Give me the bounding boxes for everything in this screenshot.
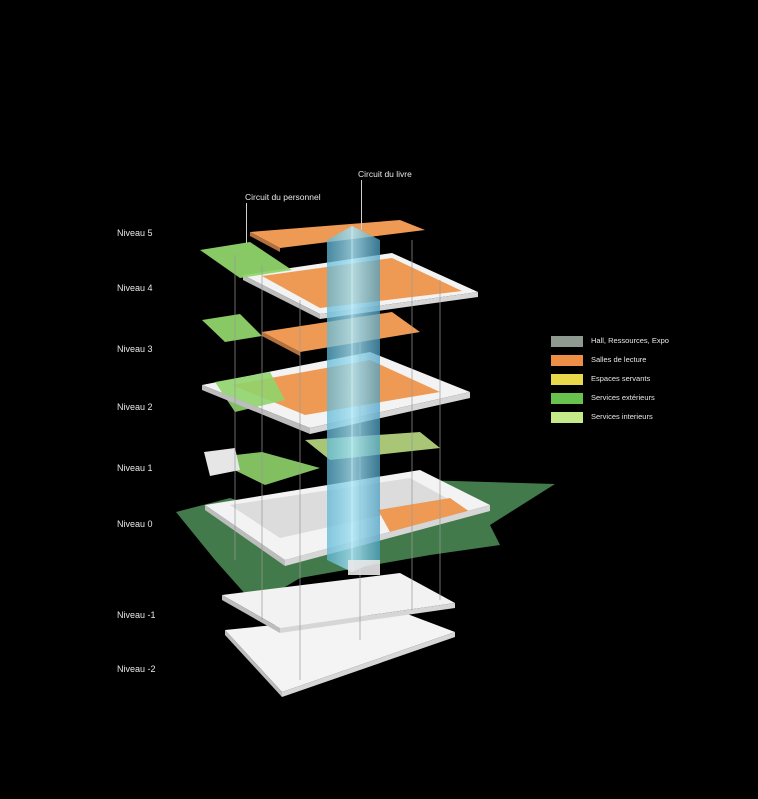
level-label-minus-2: Niveau -2 [117, 664, 156, 674]
legend-swatch [551, 412, 583, 423]
level-label-4: Niveau 4 [117, 283, 153, 293]
legend-label: Salles de lecture [591, 355, 647, 364]
slab-level-5 [200, 220, 425, 278]
circuit-personnel-leader [246, 203, 247, 243]
slab-level-minus-1 [222, 573, 455, 633]
legend-label: Hall, Ressources, Expo [591, 336, 669, 345]
level-label-5: Niveau 5 [117, 228, 153, 238]
legend-item: Services interieurs [551, 412, 751, 424]
book-circuit-core [327, 226, 380, 575]
level-label-0: Niveau 0 [117, 519, 153, 529]
legend-label: Espaces servants [591, 374, 651, 383]
legend-swatch [551, 374, 583, 385]
level-label-3: Niveau 3 [117, 344, 153, 354]
level-label-1: Niveau 1 [117, 463, 153, 473]
legend-label: Services extérieurs [591, 393, 655, 402]
legend-swatch [551, 355, 583, 366]
legend-label: Services interieurs [591, 412, 653, 421]
legend-swatch [551, 336, 583, 347]
level-label-2: Niveau 2 [117, 402, 153, 412]
legend-item: Services extérieurs [551, 393, 751, 405]
circuit-livre-label: Circuit du livre [358, 169, 412, 179]
legend-item: Hall, Ressources, Expo [551, 336, 751, 348]
legend-swatch [551, 393, 583, 404]
legend-item: Salles de lecture [551, 355, 751, 367]
legend-item: Espaces servants [551, 374, 751, 386]
slab-level-minus-2 [225, 612, 455, 697]
circuit-livre-leader [361, 180, 362, 230]
level-label-minus-1: Niveau -1 [117, 610, 156, 620]
circuit-personnel-label: Circuit du personnel [245, 192, 321, 202]
